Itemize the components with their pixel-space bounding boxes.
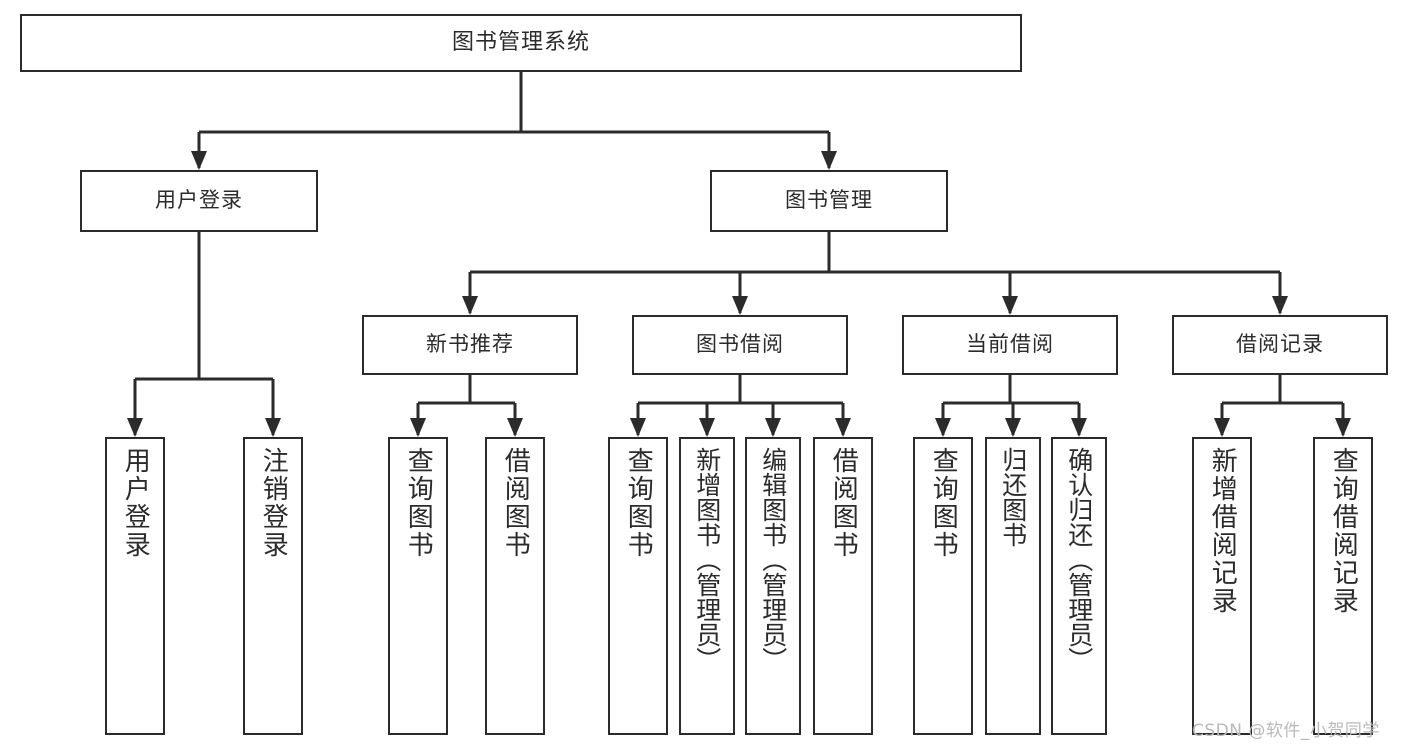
leaf-user-logout[interactable]: 注销登录 bbox=[243, 437, 303, 735]
leaf-add-book[interactable]: 新增图书（管理员） bbox=[679, 437, 735, 735]
leaf-query-book-recommend[interactable]: 查询图书 bbox=[388, 437, 448, 735]
leaf-query-book-current-label: 查询图书 bbox=[928, 447, 959, 559]
leaf-edit-book[interactable]: 编辑图书（管理员） bbox=[745, 437, 801, 735]
leaf-add-borrow-record-label: 新增借阅记录 bbox=[1207, 447, 1238, 615]
leaf-confirm-return-label: 确认归还（管理员） bbox=[1064, 447, 1094, 672]
leaf-borrow-book-recommend-label: 借阅图书 bbox=[500, 447, 531, 559]
node-user-login-label: 用户登录 bbox=[155, 188, 243, 213]
node-book-borrow-label: 图书借阅 bbox=[696, 332, 784, 357]
leaf-confirm-return[interactable]: 确认归还（管理员） bbox=[1051, 437, 1107, 735]
node-user-login[interactable]: 用户登录 bbox=[80, 170, 318, 232]
node-root[interactable]: 图书管理系统 bbox=[20, 14, 1022, 72]
leaf-add-book-label: 新增图书（管理员） bbox=[692, 447, 722, 672]
node-borrow-record[interactable]: 借阅记录 bbox=[1172, 315, 1388, 375]
leaf-query-borrow-record-label: 查询借阅记录 bbox=[1328, 447, 1359, 615]
node-book-manage-label: 图书管理 bbox=[785, 188, 873, 213]
node-current-borrow-label: 当前借阅 bbox=[966, 332, 1054, 357]
node-book-manage[interactable]: 图书管理 bbox=[710, 170, 948, 232]
leaf-query-book-recommend-label: 查询图书 bbox=[403, 447, 434, 559]
leaf-query-book-borrow[interactable]: 查询图书 bbox=[608, 437, 668, 735]
leaf-return-book-label: 归还图书 bbox=[998, 447, 1028, 547]
node-new-book-recommend-label: 新书推荐 bbox=[426, 332, 514, 357]
leaf-user-logout-label: 注销登录 bbox=[258, 447, 289, 559]
leaf-return-book[interactable]: 归还图书 bbox=[985, 437, 1041, 735]
leaf-query-book-borrow-label: 查询图书 bbox=[623, 447, 654, 559]
csdn-watermark: CSDN @软件_小贺同学 bbox=[1192, 721, 1380, 741]
leaf-add-borrow-record[interactable]: 新增借阅记录 bbox=[1192, 437, 1252, 735]
leaf-query-borrow-record[interactable]: 查询借阅记录 bbox=[1313, 437, 1373, 735]
node-borrow-record-label: 借阅记录 bbox=[1236, 332, 1324, 357]
leaf-user-login[interactable]: 用户登录 bbox=[105, 437, 165, 735]
leaf-borrow-book-recommend[interactable]: 借阅图书 bbox=[485, 437, 545, 735]
leaf-user-login-label: 用户登录 bbox=[120, 447, 151, 559]
node-book-borrow[interactable]: 图书借阅 bbox=[632, 315, 848, 375]
node-current-borrow[interactable]: 当前借阅 bbox=[902, 315, 1118, 375]
leaf-borrow-book-borrow[interactable]: 借阅图书 bbox=[813, 437, 873, 735]
leaf-edit-book-label: 编辑图书（管理员） bbox=[758, 447, 788, 672]
leaf-borrow-book-borrow-label: 借阅图书 bbox=[828, 447, 859, 559]
node-new-book-recommend[interactable]: 新书推荐 bbox=[362, 315, 578, 375]
leaf-query-book-current[interactable]: 查询图书 bbox=[913, 437, 973, 735]
node-root-label: 图书管理系统 bbox=[451, 29, 590, 55]
